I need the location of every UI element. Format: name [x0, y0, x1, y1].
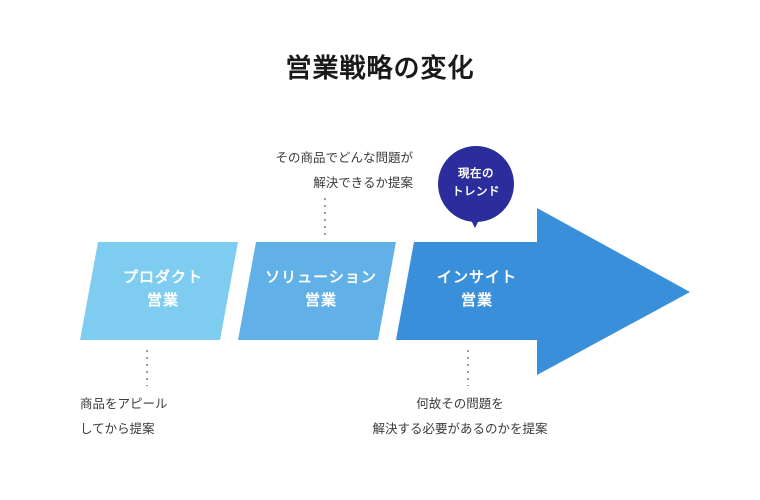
annotation-product-note: 商品をアピール してから提案: [80, 397, 168, 436]
current-trend-badge-label: 現在の トレンド: [452, 168, 500, 198]
arrow-head: [537, 208, 690, 375]
stage-shape-product-sales[interactable]: [80, 242, 238, 340]
current-trend-badge[interactable]: 現在の トレンド: [438, 146, 514, 222]
stage-shape-insight-sales[interactable]: [396, 242, 553, 340]
arrow-head-joiner: [520, 242, 560, 340]
page-title: 営業戦略の変化: [285, 53, 475, 83]
stage-shape-solution-sales[interactable]: [238, 242, 396, 340]
annotation-insight-note: 何故その問題を 解決する必要があるのかを提案: [372, 397, 548, 436]
annotation-solution-note: その商品でどんな問題が 解決できるか提案: [275, 151, 413, 190]
